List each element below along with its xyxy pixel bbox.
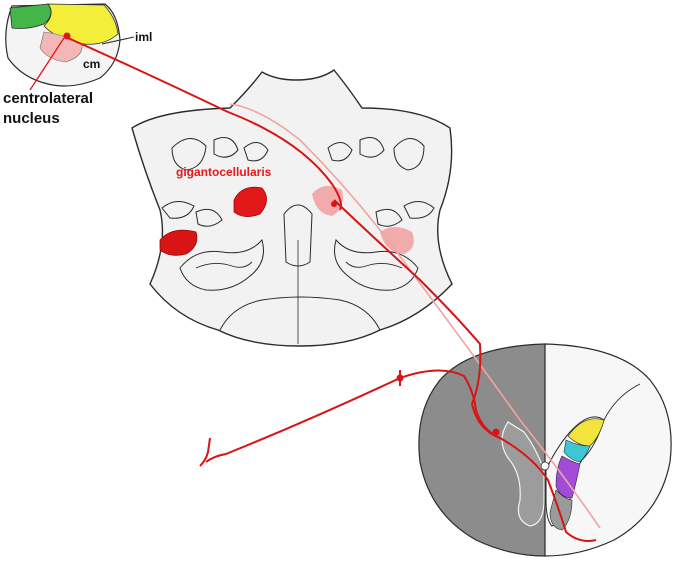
right-olive-inner — [345, 261, 403, 269]
gigantocellularis-right-lower — [380, 227, 414, 254]
spinal-cord-light-half — [544, 343, 672, 557]
spinal-cord-section — [418, 343, 672, 557]
centrolateral-leader-line — [29, 37, 65, 91]
horn-cyan-lamina — [563, 439, 591, 463]
label-centrolateral-line2: nucleus — [3, 110, 60, 127]
label-iml: iml — [135, 30, 153, 44]
pathway-thalamus-to-medulla — [67, 37, 342, 211]
right-cuneate-structure — [393, 138, 425, 171]
right-small-structure-1 — [359, 137, 385, 158]
left-small-structure-2 — [243, 142, 269, 162]
spinal-cord-shaded-half — [418, 344, 545, 556]
left-vestibular-structure — [161, 201, 195, 219]
iml-leader-line — [101, 36, 135, 45]
gigantocellularis-left-lower — [159, 229, 198, 256]
spinoreticular-pathway — [67, 37, 597, 542]
thalamus-yellow-region — [43, 3, 119, 45]
cord-synapse-marker — [492, 428, 500, 436]
gigantocellularis-left-upper — [233, 186, 267, 217]
spinal-cord-outline — [418, 343, 546, 557]
label-cm: cm — [83, 57, 101, 71]
central-canal — [540, 461, 550, 471]
left-small-structure-1 — [213, 137, 239, 158]
right-vestibular-structure — [403, 201, 435, 219]
pathway-fiber-branch — [199, 437, 211, 467]
right-olive-structure — [334, 238, 419, 291]
pathway-afferent-fiber — [205, 369, 501, 463]
label-centrolateral-nucleus: centrolateral nucleus — [3, 89, 93, 129]
horn-purple-lamina — [555, 455, 581, 499]
medulla-outline — [131, 69, 453, 347]
right-small-structure-2 — [327, 142, 353, 162]
label-centrolateral-line1: centrolateral — [3, 90, 94, 107]
horn-yellow-lamina — [567, 418, 605, 447]
left-tract-structure — [195, 208, 223, 227]
central-raphe-structure — [283, 204, 313, 267]
medulla-section — [131, 69, 453, 347]
medulla-synapse-marker — [331, 201, 337, 207]
left-gray-matter — [501, 421, 545, 527]
right-tract-structure — [375, 208, 403, 227]
left-olive-structure — [179, 238, 264, 291]
left-olive-inner — [195, 261, 253, 269]
right-dorsal-root-line — [603, 383, 641, 421]
left-cuneate-structure — [171, 138, 207, 171]
pathway-medulla-to-cord — [333, 199, 597, 542]
gigantocellularis-right-upper — [312, 185, 343, 216]
thalamus-section — [5, 3, 135, 91]
medulla-inner-arc — [219, 296, 381, 331]
label-gigantocellularis: gigantocellularis — [176, 165, 272, 179]
